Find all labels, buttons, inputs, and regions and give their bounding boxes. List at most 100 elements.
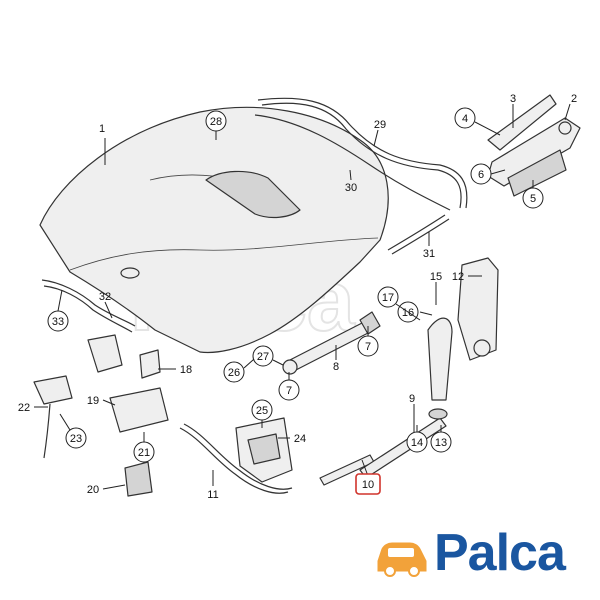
callout-number: 2 (571, 93, 577, 105)
callout-15: 15 (430, 271, 442, 305)
callout-23: 23 (59, 413, 87, 449)
hood-seals (254, 97, 468, 255)
car-icon (377, 542, 427, 577)
callout-13: 13 (430, 425, 452, 453)
highlight-box (355, 473, 381, 495)
callout-leader (419, 311, 433, 316)
callout-bubble (470, 163, 492, 185)
callout-bubble (522, 187, 544, 209)
callout-leader (102, 399, 116, 406)
latch-parts (33, 349, 169, 497)
callout-number: 7 (286, 385, 292, 397)
callout-5: 5 (522, 180, 544, 209)
hood-hinge (487, 94, 581, 197)
callout-14: 14 (406, 425, 428, 453)
gas-strut (282, 311, 381, 375)
callout-18: 18 (158, 364, 192, 376)
callout-number: 11 (207, 489, 218, 501)
callout-33: 33 (47, 289, 69, 332)
callout-28: 28 (205, 110, 227, 140)
hood-panel (39, 106, 389, 354)
callout-leader (57, 289, 63, 312)
callout-number: 18 (180, 364, 192, 376)
callout-leader (349, 169, 352, 181)
callout-bubble (252, 345, 274, 367)
callout-number: 19 (87, 395, 99, 407)
callout-bubble (205, 110, 227, 132)
callout-1: 1 (99, 123, 106, 165)
callout-number: 31 (423, 248, 435, 260)
callout-number: 20 (87, 484, 99, 496)
callout-number: 21 (138, 447, 150, 459)
callout-2: 2 (564, 93, 577, 121)
callout-number: 10 (362, 479, 374, 491)
callout-number: 26 (228, 367, 240, 379)
logo-text: Palca (434, 524, 566, 582)
callout-number: 17 (382, 292, 394, 304)
callout-19: 19 (87, 395, 116, 407)
callout-number: 8 (333, 361, 339, 373)
callout-31: 31 (423, 232, 435, 260)
callout-22: 22 (18, 402, 48, 414)
callout-number: 14 (411, 437, 423, 449)
callout-number: 23 (70, 433, 82, 445)
callout-bubble (133, 441, 155, 463)
callout-9: 9 (409, 393, 415, 432)
callout-number: 12 (452, 271, 464, 283)
release-cable (179, 408, 448, 494)
callout-number: 27 (257, 351, 269, 363)
callout-24: 24 (278, 433, 306, 445)
callout-27: 27 (252, 345, 284, 367)
callout-leader (102, 484, 126, 490)
callout-number: 29 (374, 119, 386, 131)
callout-number: 9 (409, 393, 415, 405)
callout-number: 25 (256, 405, 268, 417)
callout-number: 24 (294, 433, 306, 445)
callout-leader (104, 301, 113, 319)
callout-bubble (377, 286, 399, 308)
hood-lock (235, 417, 293, 483)
callout-7: 7 (357, 326, 379, 357)
callout-leader (272, 359, 284, 366)
callout-3: 3 (510, 93, 516, 128)
callout-number: 22 (18, 402, 30, 414)
callout-leader (373, 129, 379, 147)
callout-leader (395, 303, 421, 321)
callout-leader (564, 103, 571, 121)
callout-20: 20 (87, 484, 126, 496)
callout-12: 12 (452, 271, 482, 283)
callout-number: 30 (345, 182, 357, 194)
callout-number: 5 (530, 193, 536, 205)
callout-number: 28 (210, 116, 222, 128)
callout-number: 32 (99, 291, 111, 303)
callout-number: 15 (430, 271, 442, 283)
logo-badge (371, 528, 589, 588)
callout-10: 10 (355, 459, 381, 495)
callout-25: 25 (251, 399, 273, 428)
callout-17: 17 (377, 286, 421, 321)
callout-leader (474, 121, 501, 136)
callout-leader (59, 413, 71, 431)
prop-rod (427, 257, 499, 401)
callout-number: 13 (435, 437, 447, 449)
callout-number: 3 (510, 93, 516, 105)
callout-8: 8 (333, 345, 339, 373)
callout-number: 7 (365, 341, 371, 353)
callout-bubble (357, 335, 379, 357)
callout-leader (490, 169, 506, 175)
callout-4: 4 (454, 107, 501, 136)
callout-bubble (223, 361, 245, 383)
callout-29: 29 (373, 119, 386, 147)
side-seal (41, 279, 136, 373)
callout-bubble (47, 310, 69, 332)
callout-11: 11 (207, 470, 219, 501)
callout-number: 33 (52, 316, 64, 328)
callout-30: 30 (345, 169, 357, 194)
callout-bubble (251, 399, 273, 421)
callout-number: 4 (462, 113, 468, 125)
callout-32: 32 (99, 291, 113, 319)
callout-6: 6 (470, 163, 506, 185)
callout-bubble (406, 431, 428, 453)
